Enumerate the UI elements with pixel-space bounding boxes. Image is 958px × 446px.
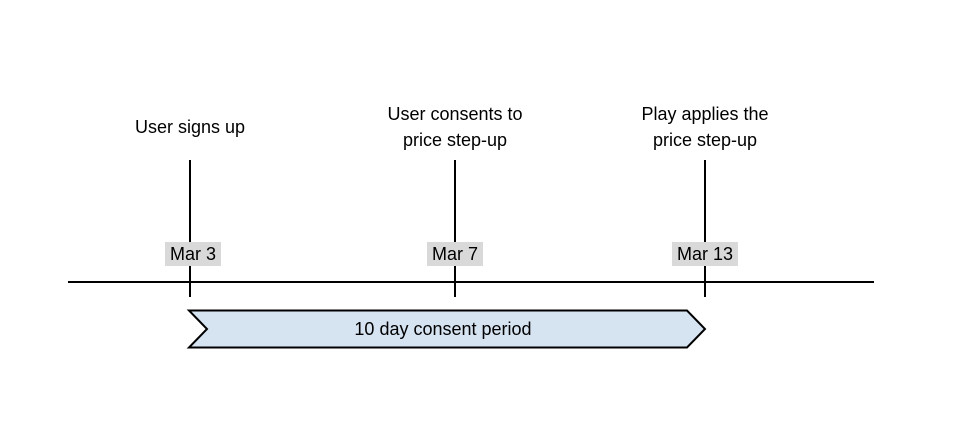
event-tick-mar7 — [454, 160, 456, 297]
event-title-line: User signs up — [134, 117, 246, 137]
event-title-signup: User signs up — [135, 101, 245, 153]
event-date-badge: Mar 13 — [671, 242, 739, 266]
event-tick-mar3 — [189, 160, 191, 297]
event-title-line: Play applies the — [641, 104, 769, 124]
event-date-badge: Mar 7 — [426, 242, 484, 266]
event-tick-mar13 — [704, 160, 706, 297]
event-title-line: price step-up — [402, 130, 508, 150]
event-title-consent: User consents to price step-up — [387, 101, 522, 153]
event-date-badge: Mar 3 — [164, 242, 222, 266]
event-title-apply: Play applies the price step-up — [641, 101, 768, 153]
timeline-axis — [68, 281, 874, 283]
event-title-line: price step-up — [652, 130, 758, 150]
event-title-line: User consents to — [387, 104, 523, 124]
consent-period-label: 10 day consent period — [354, 318, 532, 339]
consent-period-arrow-shape — [186, 309, 707, 349]
